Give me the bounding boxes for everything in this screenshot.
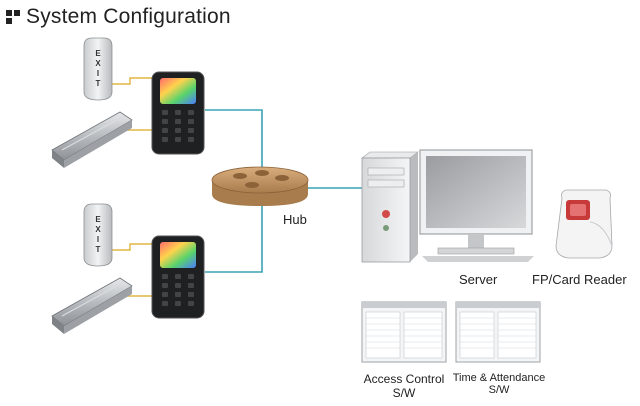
wire-exit-top bbox=[112, 77, 152, 85]
access-control-sw-label: Access Control S/W bbox=[356, 372, 452, 400]
exit-button-icon: E X I T bbox=[83, 203, 113, 267]
magnetic-lock-icon bbox=[51, 111, 133, 168]
svg-text:T: T bbox=[96, 245, 101, 254]
magnetic-lock-icon bbox=[51, 277, 133, 334]
svg-text:I: I bbox=[97, 235, 99, 244]
access-control-sw-line2: S/W bbox=[392, 386, 416, 400]
svg-text:X: X bbox=[95, 59, 101, 68]
access-control-sw-line1: Access Control bbox=[363, 372, 445, 386]
windows-icon bbox=[6, 10, 20, 24]
wire-exit-bottom bbox=[112, 243, 152, 251]
time-attendance-sw-label: Time & Attendance S/W bbox=[446, 372, 552, 396]
hub-icon bbox=[211, 166, 309, 206]
diagram-title: System Configuration bbox=[6, 4, 231, 30]
monitor-icon bbox=[419, 149, 534, 262]
terminal-icon bbox=[151, 235, 205, 319]
fingerprint-reader-icon bbox=[555, 189, 613, 259]
software-window-icon bbox=[455, 301, 541, 363]
lock-wires bbox=[112, 77, 152, 297]
pc-tower-icon bbox=[361, 151, 419, 263]
reader-label: FP/Card Reader bbox=[532, 272, 627, 287]
svg-text:E: E bbox=[95, 215, 101, 224]
hub-label: Hub bbox=[283, 212, 307, 227]
svg-text:E: E bbox=[95, 49, 101, 58]
page-title: System Configuration bbox=[26, 5, 231, 28]
terminal-icon bbox=[151, 71, 205, 155]
network-cable-bottom bbox=[205, 199, 268, 273]
svg-text:I: I bbox=[97, 69, 99, 78]
svg-text:T: T bbox=[96, 79, 101, 88]
software-window-icon bbox=[361, 301, 447, 363]
server-label: Server bbox=[459, 272, 498, 287]
time-attendance-sw-line2: S/W bbox=[488, 384, 510, 396]
exit-button-icon: E X I T bbox=[83, 37, 113, 101]
svg-text:X: X bbox=[95, 225, 101, 234]
time-attendance-sw-line1: Time & Attendance bbox=[452, 372, 546, 384]
